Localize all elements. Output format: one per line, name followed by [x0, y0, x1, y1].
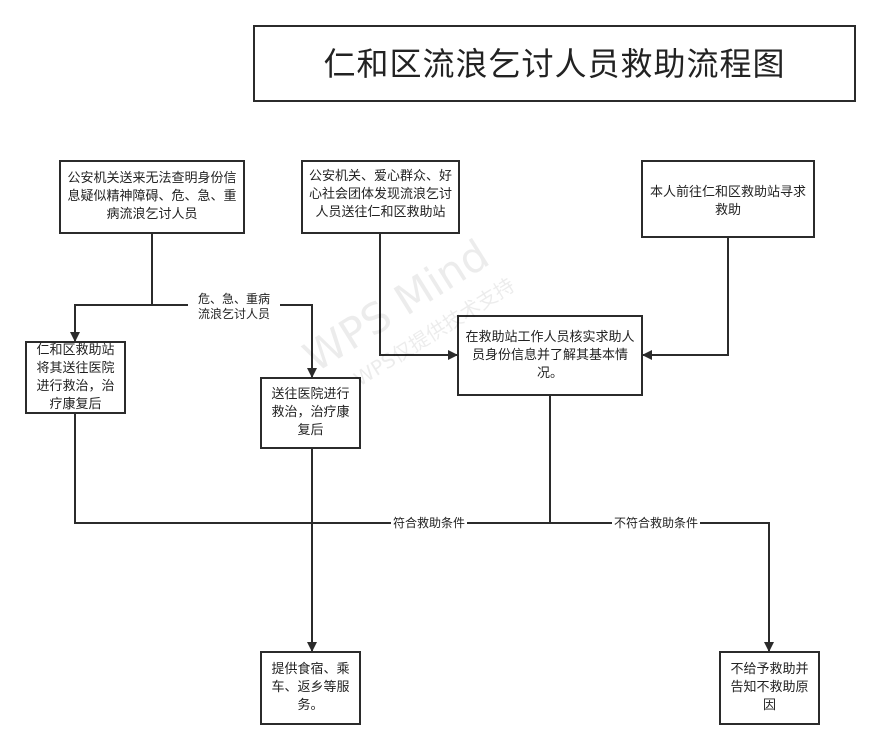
node-station-hospital: 仁和区救助站将其送往医院进行救治，治疗康复后 — [25, 341, 126, 414]
page-title: 仁和区流浪乞讨人员救助流程图 — [253, 25, 856, 102]
node-verify: 在救助站工作人员核实求助人员身份信息并了解其基本情况。 — [457, 315, 643, 396]
node-send-hospital: 送往医院进行救治，治疗康复后 — [260, 377, 361, 449]
node-police-send: 公安机关送来无法查明身份信息疑似精神障碍、危、急、重病流浪乞讨人员 — [59, 160, 245, 234]
edge-to-station-hospital — [70, 304, 152, 342]
edge-not-qualified — [550, 522, 774, 652]
node-self-request: 本人前往仁和区救助站寻求救助 — [641, 160, 815, 238]
node-provide-services: 提供食宿、乘车、返乡等服务。 — [260, 651, 361, 725]
node-refuse: 不给予救助并告知不救助原因 — [719, 651, 820, 725]
edge-label-not-qualified: 不符合救助条件 — [612, 516, 701, 531]
edge-self-to-verify — [642, 237, 729, 360]
node-public-find: 公安机关、爱心群众、好心社会团体发现流浪乞讨人员送往仁和区救助站 — [301, 160, 460, 234]
edge-public-to-verify — [379, 233, 458, 360]
edge-label-qualified: 符合救助条件 — [391, 516, 468, 531]
edge-label-critical: 危、急、重病 流浪乞讨人员 — [188, 292, 280, 322]
